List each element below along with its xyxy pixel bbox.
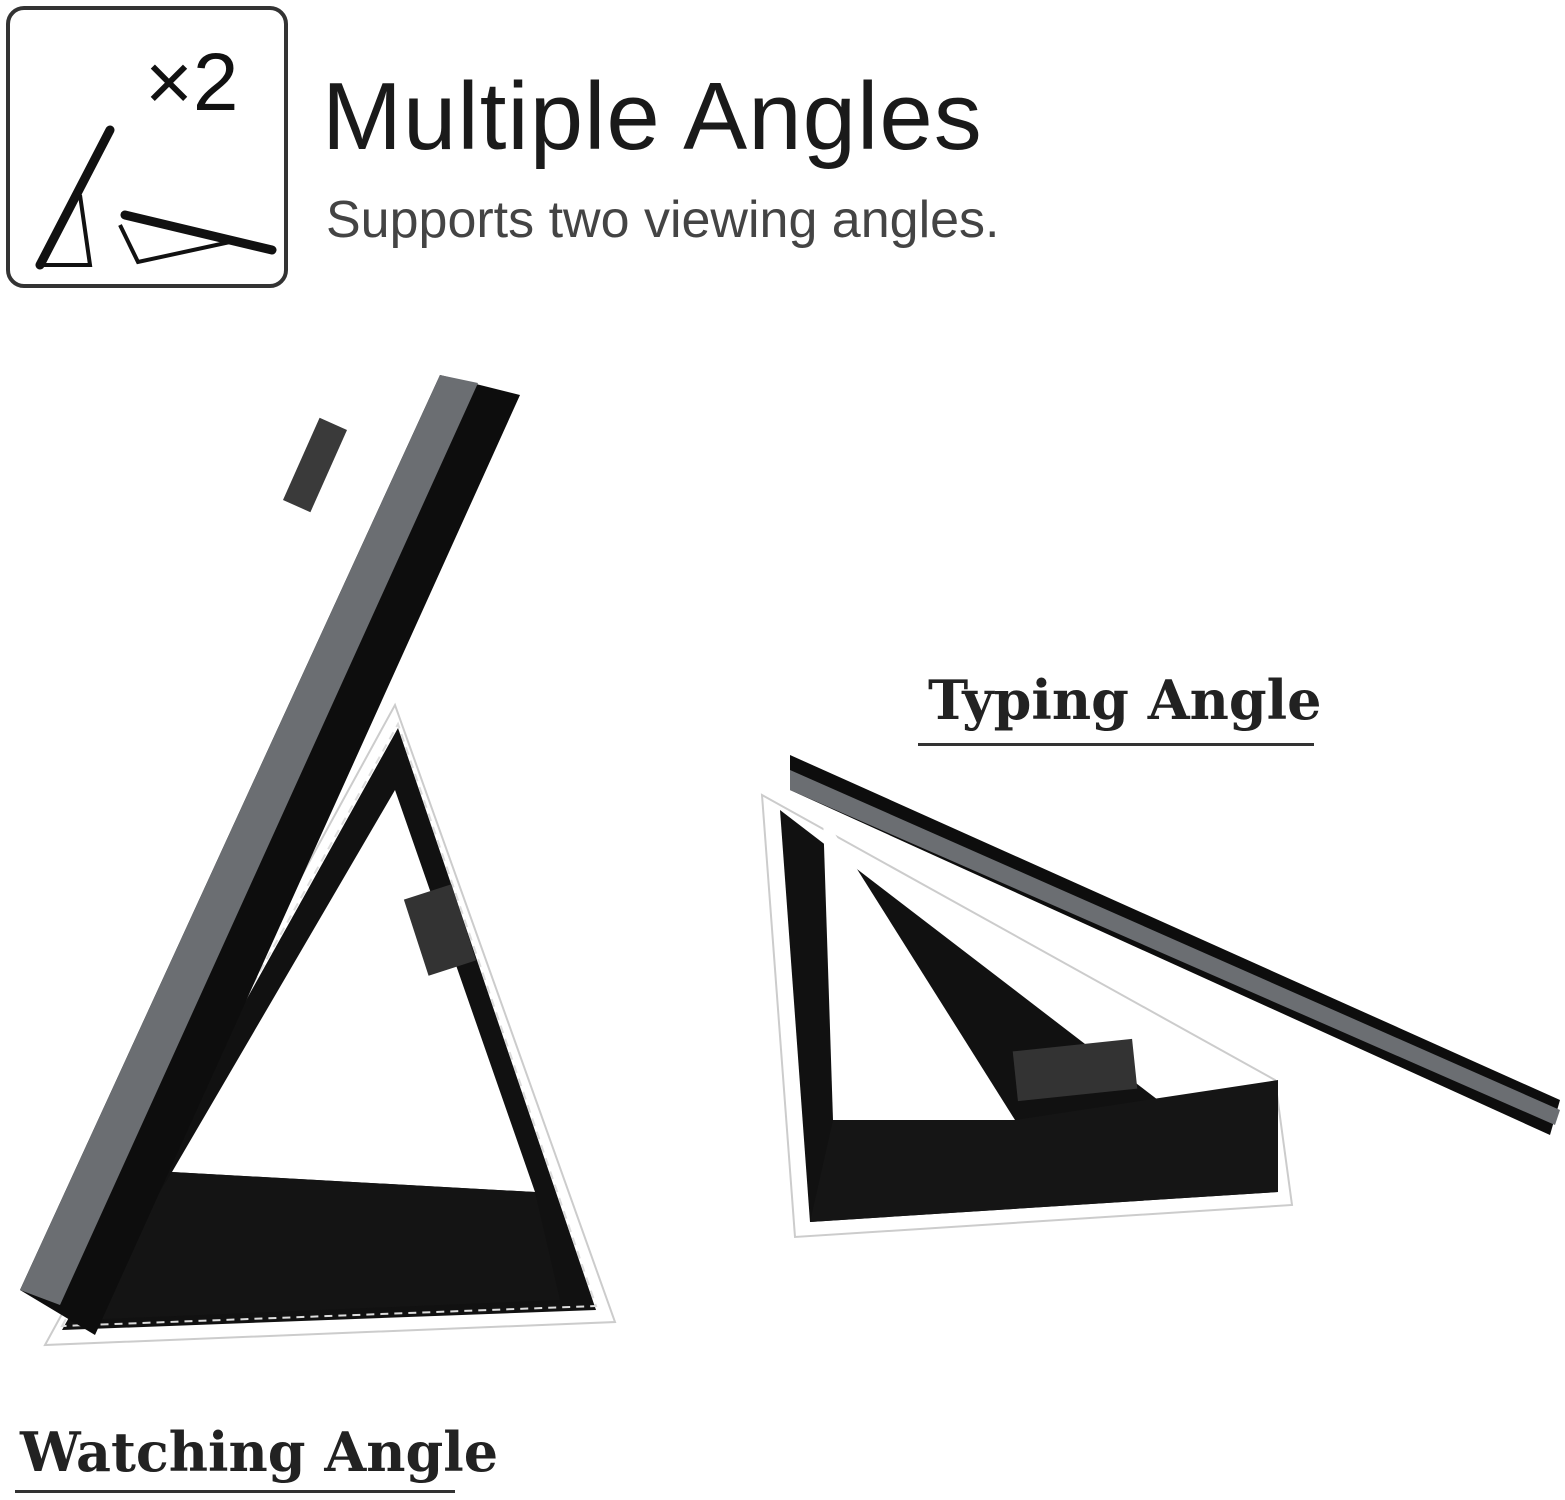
page-title: Multiple Angles xyxy=(322,63,983,170)
angles-icon-box: ×2 xyxy=(6,6,288,288)
multiplier-text: ×2 xyxy=(145,37,239,128)
typing-angle-case xyxy=(760,755,1560,1239)
watching-angle-underline xyxy=(15,1490,455,1493)
stand-angles-icon: ×2 xyxy=(35,37,277,270)
watching-angle-case xyxy=(20,375,617,1347)
typing-angle-underline xyxy=(918,743,1314,746)
typing-angle-label: Typing Angle xyxy=(928,668,1322,732)
page-subtitle: Supports two viewing angles. xyxy=(326,191,1000,249)
watching-angle-label: Watching Angle xyxy=(20,1420,499,1484)
